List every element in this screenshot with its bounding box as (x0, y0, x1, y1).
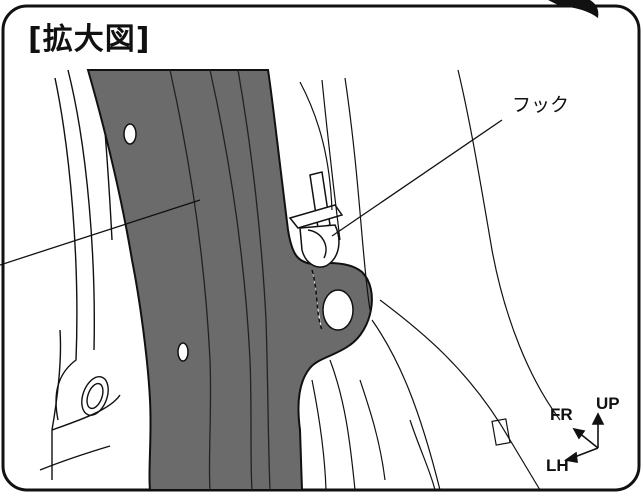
body-panel-left (39, 69, 121, 480)
leader-lines (0, 119, 503, 266)
title: [拡大図] (24, 14, 155, 58)
hook-label: フック (512, 94, 570, 116)
corner-mark (548, 0, 599, 18)
hook-clip (288, 171, 344, 331)
pillar-part (86, 69, 373, 491)
body-panel-right (299, 69, 561, 491)
pillar-ridges (169, 69, 271, 491)
direction-fr-label: FR (550, 405, 573, 424)
direction-lh-label: LH (546, 456, 569, 475)
orientation-arrows (563, 412, 605, 463)
pillar-holes (123, 123, 354, 362)
direction-up-label: UP (596, 394, 620, 413)
